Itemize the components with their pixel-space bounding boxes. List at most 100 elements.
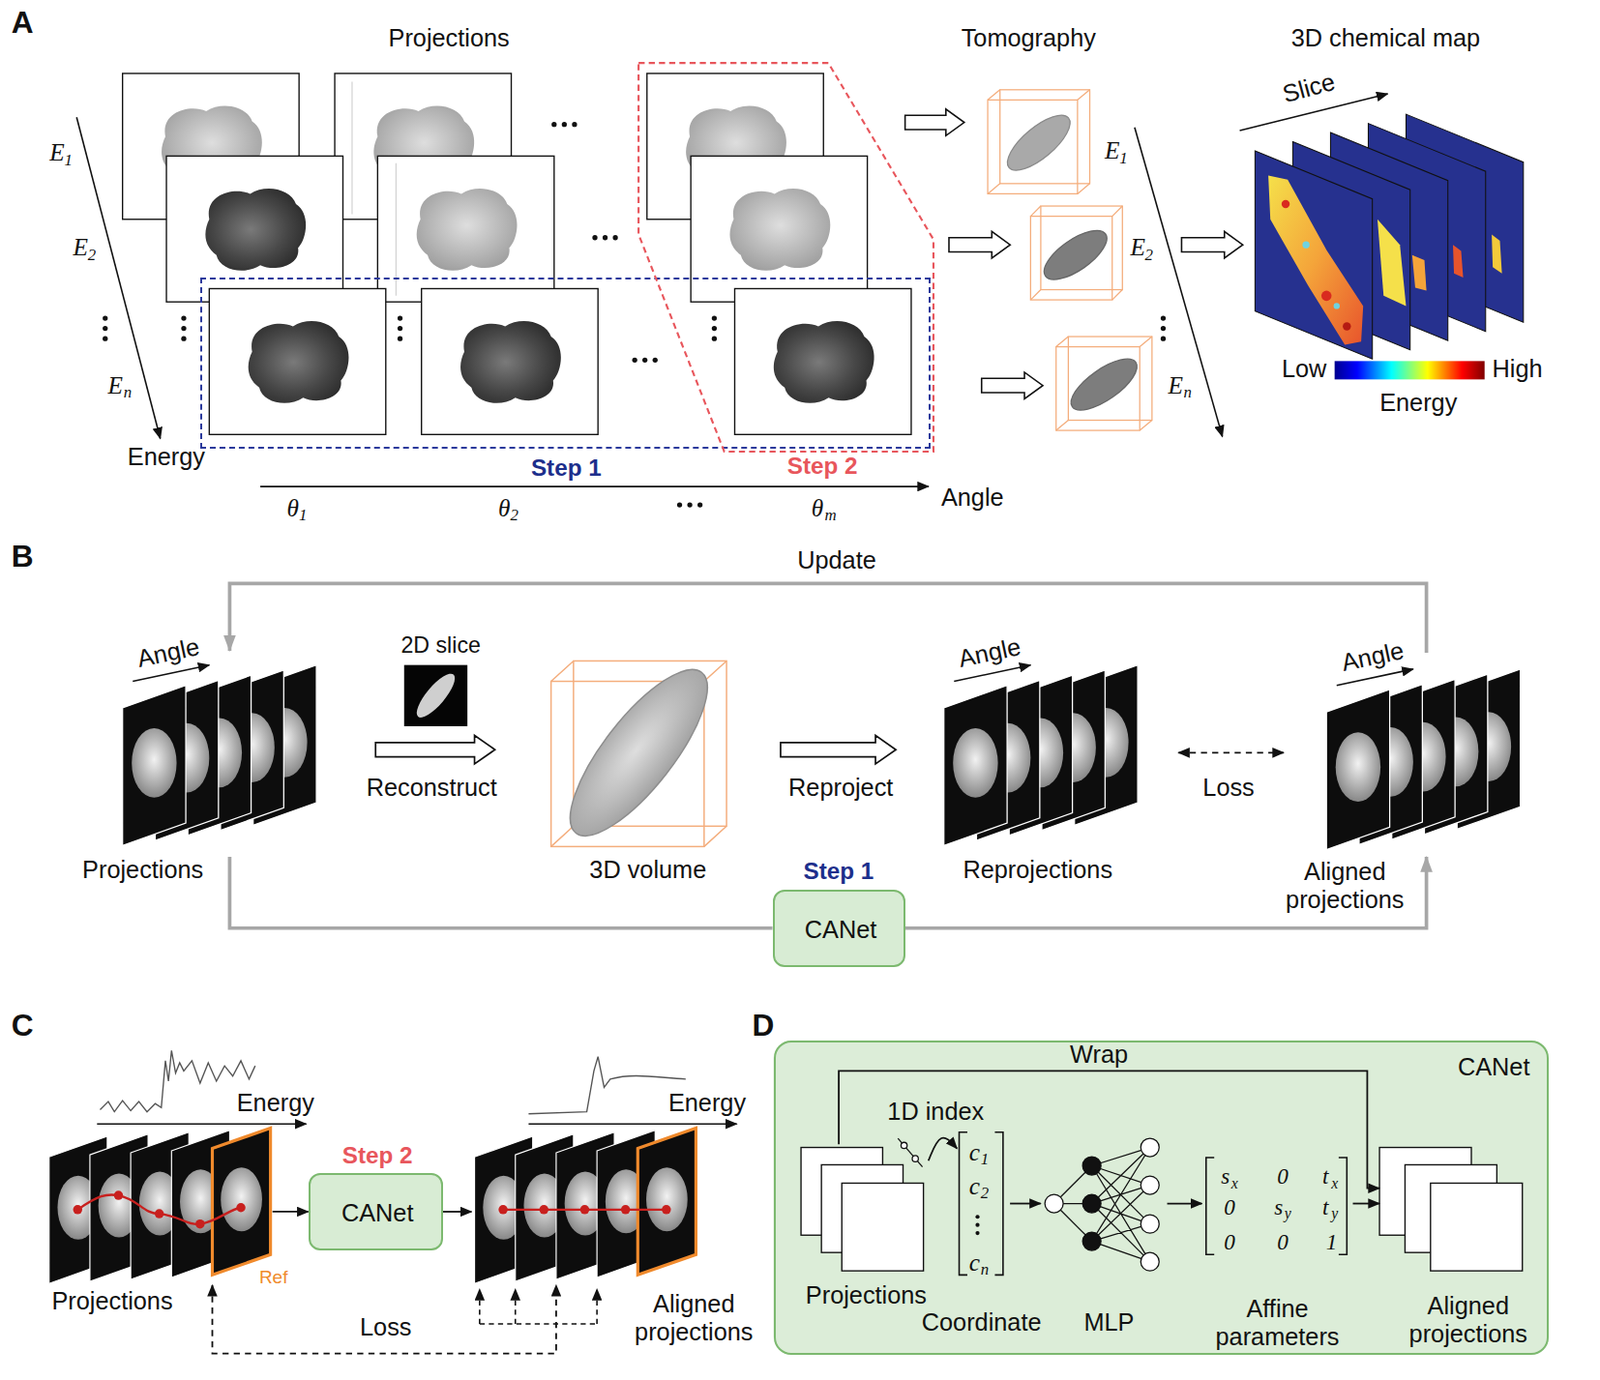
connector-line <box>905 857 1427 929</box>
axis-arrow <box>96 1123 737 1126</box>
spectrum-plot <box>528 1057 685 1115</box>
projection-frame <box>421 288 598 435</box>
edge-label: Update <box>797 547 877 576</box>
ellipsis-dots <box>571 121 577 127</box>
block-arrow <box>905 109 1244 400</box>
math-symbol: n <box>123 383 132 402</box>
node-text: Coordinate <box>921 1308 1042 1337</box>
chemical-map-slice <box>1281 200 1290 208</box>
node-text: Step 2 <box>787 452 859 480</box>
projection-frame <box>122 73 912 435</box>
ellipsis-dots <box>180 336 186 342</box>
math-symbol: 1 <box>1326 1228 1338 1255</box>
projection-stack <box>944 685 1008 847</box>
panel-letter: B <box>11 538 34 574</box>
connector-line <box>272 1211 309 1214</box>
ellipsis-dots <box>102 315 108 321</box>
ellipsis-dots <box>677 502 682 507</box>
chemical-map-slice <box>1302 240 1309 248</box>
math-symbol: s <box>1220 1163 1230 1190</box>
volume-render <box>548 651 729 855</box>
projection-stack <box>637 1127 696 1275</box>
node-text: 3D volume <box>589 856 707 885</box>
node-text: Projections <box>51 1287 173 1316</box>
ellipsis-dots <box>180 325 186 331</box>
tomography-volume <box>1000 89 1091 184</box>
tomography-volume <box>987 99 1078 194</box>
axis-arrow <box>1134 127 1223 438</box>
tomography-volume <box>1037 221 1115 289</box>
chemical-map-slice <box>1412 255 1427 292</box>
annotation-label: Energy <box>237 1090 315 1119</box>
slice-image <box>404 665 468 727</box>
math-symbol: y <box>1331 1205 1338 1223</box>
annotation-label: Projections <box>388 25 510 54</box>
projection-frame <box>351 81 353 214</box>
ellipsis-dots <box>1160 315 1166 321</box>
ellipsis-dots <box>975 1214 979 1236</box>
math-symbol: 2 <box>1145 245 1154 265</box>
projection-stack <box>211 1127 270 1275</box>
ellipsis-dots <box>102 121 1166 508</box>
mlp-network <box>1140 1176 1159 1195</box>
module-panel: CANetProjectionsCoordinateMLPAffine para… <box>773 1040 1550 1356</box>
annotation-label: Angle <box>134 632 202 674</box>
block-arrow <box>375 735 495 765</box>
vector-bracket <box>994 1132 1003 1276</box>
ellipsis-dots <box>711 315 717 321</box>
volume-render: 3D volume <box>495 652 781 853</box>
projection-frame <box>460 321 562 404</box>
annotation-label: Slice <box>1279 67 1339 109</box>
ellipsis-dots <box>975 1223 979 1228</box>
drift-trajectory <box>77 1194 241 1225</box>
projection-frame <box>205 188 306 271</box>
projection-frame <box>1430 1183 1523 1272</box>
ellipsis-dots <box>397 315 403 321</box>
mlp-network <box>1140 1138 1159 1157</box>
mlp-network <box>1140 1214 1159 1234</box>
annotation-label: Low <box>1281 355 1327 384</box>
ellipsis-dots <box>397 325 403 331</box>
node-text: Projections <box>805 1281 927 1310</box>
annotation-label: 2D slice <box>400 631 480 658</box>
annotation-label: 3D chemical map <box>1291 25 1481 54</box>
drift-trajectory <box>661 1205 671 1215</box>
math-symbol: 2 <box>88 245 96 265</box>
node-text: CANet <box>1457 1054 1531 1083</box>
node-text: Aligned projections <box>1396 1292 1541 1349</box>
edge-label: Loss <box>359 1314 412 1343</box>
step-region: Step 2 <box>636 60 939 455</box>
math-symbol: x <box>1331 1175 1338 1193</box>
axis-arrow <box>528 1123 737 1126</box>
panel-letter: C <box>11 1007 34 1043</box>
math-symbol: c <box>969 1248 980 1277</box>
block-arrow <box>948 231 1010 258</box>
drift-trajectory <box>498 1205 507 1215</box>
annotation-label: Energy <box>668 1090 746 1119</box>
math-symbol: t <box>1322 1163 1329 1190</box>
ellipsis-dots <box>397 336 403 342</box>
node-text: Step 1 <box>531 454 602 482</box>
tomography-volume <box>1056 336 1153 431</box>
connector-line <box>229 857 772 929</box>
chemical-map-slice <box>1321 291 1333 302</box>
annotation-label: Ref <box>259 1267 289 1289</box>
mlp-network <box>1044 1138 1159 1272</box>
tomography-volume <box>987 89 1153 431</box>
math-symbol: x <box>1231 1175 1239 1193</box>
node-text: Affine parameters <box>1206 1295 1350 1352</box>
drift-trajectory <box>73 1205 83 1215</box>
math-symbol: E <box>1104 137 1120 166</box>
panel-letter: D <box>752 1007 775 1043</box>
index-sampler <box>897 1138 922 1168</box>
math-symbol: c <box>969 1138 980 1167</box>
image-stack: Aligned projections <box>1283 652 1529 858</box>
annotation-label: Angle <box>956 632 1024 674</box>
math-symbol: 1 <box>63 150 72 170</box>
math-symbol: m <box>825 505 837 525</box>
ellipsis-dots <box>632 357 638 363</box>
mlp-network <box>1082 1232 1101 1251</box>
chemical-map-slice <box>1342 322 1351 330</box>
